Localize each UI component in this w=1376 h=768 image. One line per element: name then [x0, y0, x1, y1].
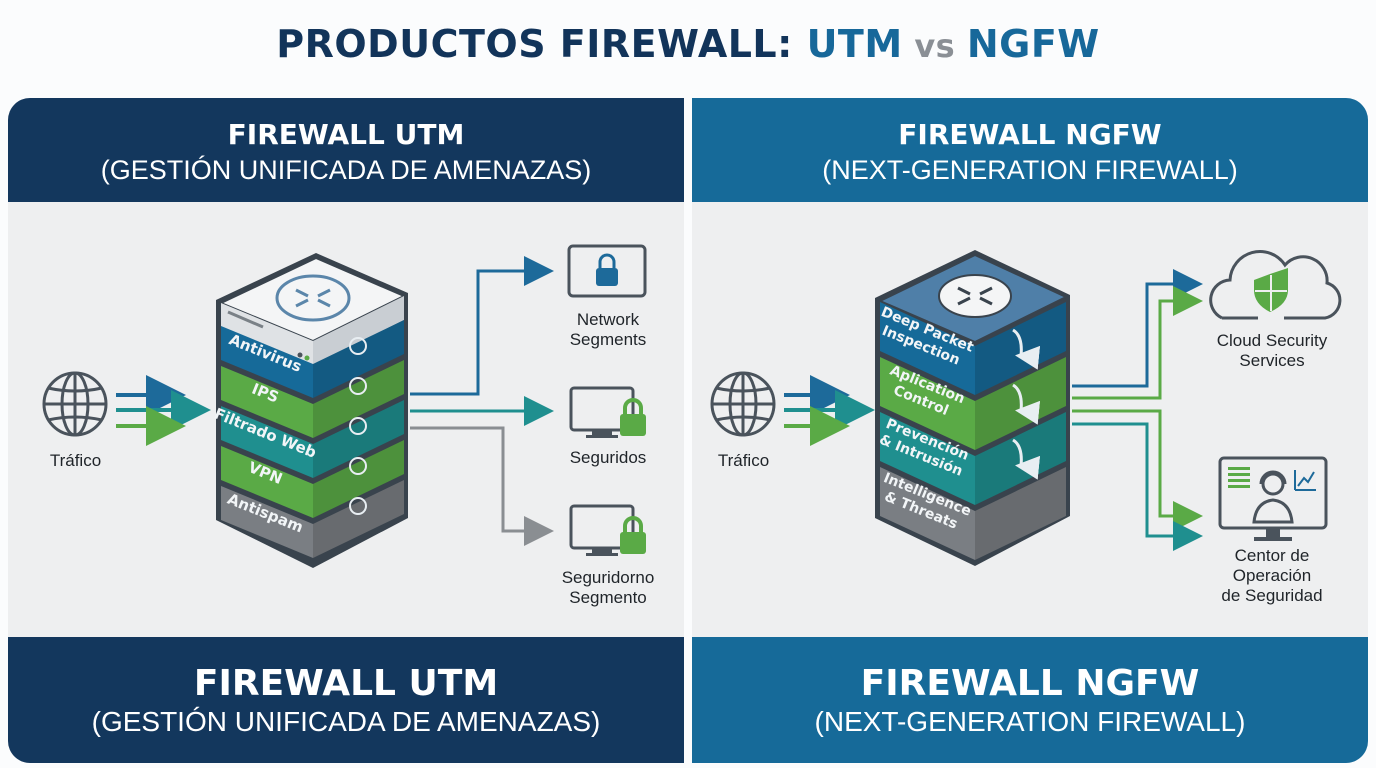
ngfw-diagram: Deep PacketInspectionAplicationControlPr…: [710, 250, 1342, 566]
ngfw-footer-subtitle: (NEXT-GENERATION FIREWALL): [814, 706, 1246, 737]
bug-icon: [349, 377, 367, 395]
label-line: Centor de: [1234, 546, 1310, 565]
ngfw-footer: FIREWALL NGFW (NEXT-GENERATION FIREWALL): [692, 637, 1368, 763]
label-line: de Seguridad: [1221, 586, 1323, 605]
cloud-shield-icon: [1209, 250, 1342, 320]
output-label-segmento: Seguridorno Segmento: [543, 568, 673, 608]
monitor-lock-icon: [569, 386, 646, 438]
monitor-lock-icon: [569, 504, 646, 556]
output-arrow-network: [410, 256, 554, 396]
envelope-icon: [349, 497, 367, 515]
flow-down-arrow-icon: [1012, 438, 1041, 480]
title-prefix: PRODUCTOS FIREWALL:: [276, 22, 807, 66]
output-arrow-segmento: [410, 426, 554, 546]
page-title: PRODUCTOS FIREWALL: UTM vs NGFW: [0, 22, 1376, 66]
output-label-network: Network Segments: [543, 310, 673, 350]
utm-header: FIREWALL UTM (GESTIÓN UNIFICADA DE AMENA…: [8, 98, 684, 202]
label-line: Operación: [1232, 566, 1312, 585]
output-arrow-soc-green: [1072, 409, 1203, 531]
output-label-soc: Centor de Operación de Seguridad: [1197, 546, 1347, 606]
router-icon: [938, 274, 1012, 318]
ngfw-footer-title: FIREWALL NGFW: [860, 663, 1200, 704]
ngfw-header-title: FIREWALL NGFW: [898, 118, 1162, 151]
ngfw-traffic-label: Tráfico: [717, 451, 770, 470]
utm-header-title: FIREWALL UTM: [227, 118, 465, 151]
vpn-tunnel-icon: [349, 457, 367, 475]
shield-check-icon: [349, 337, 367, 355]
label-line: Network: [576, 310, 640, 329]
utm-traffic-label: Tráfico: [49, 451, 102, 470]
ngfw-panel: FIREWALL NGFW (NEXT-GENERATION FIREWALL): [692, 98, 1368, 763]
utm-footer-title: FIREWALL UTM: [193, 663, 499, 704]
lock-screen-icon: [567, 244, 647, 298]
label-line: Cloud Security: [1216, 331, 1328, 350]
utm-header-subtitle: (GESTIÓN UNIFICADA DE AMENAZAS): [100, 155, 592, 185]
utm-panel: FIREWALL UTM (GESTIÓN UNIFICADA DE AMENA…: [8, 98, 684, 763]
flow-down-arrow-icon: [1012, 383, 1041, 425]
title-ngfw: NGFW: [966, 22, 1100, 66]
output-label-cloud: Cloud Security Services: [1197, 331, 1347, 371]
globe-icon: [710, 371, 776, 437]
label-line: Seguridorno: [561, 568, 655, 587]
globe-icon: [349, 417, 367, 435]
utm-footer: FIREWALL UTM (GESTIÓN UNIFICADA DE AMENA…: [8, 637, 684, 763]
output-label-seguridos: Seguridos: [569, 448, 647, 467]
output-arrow-soc-teal: [1072, 422, 1203, 551]
utm-layer: VPN: [221, 440, 404, 518]
label-line: Segments: [569, 330, 647, 349]
router-icon: [275, 274, 351, 322]
output-arrow-cloud-blue: [1072, 269, 1203, 388]
globe-icon: [42, 371, 108, 437]
label-line: Segmento: [569, 588, 647, 607]
output-arrow-cloud-green: [1072, 286, 1203, 400]
ngfw-header: FIREWALL NGFW (NEXT-GENERATION FIREWALL): [692, 98, 1368, 202]
label-line: Services: [1239, 351, 1305, 370]
title-utm: UTM: [806, 22, 903, 66]
soc-operator-icon: [1218, 456, 1328, 541]
flow-down-arrow-icon: [1012, 328, 1041, 370]
title-vs: vs: [902, 27, 967, 65]
ngfw-header-subtitle: (NEXT-GENERATION FIREWALL): [822, 155, 1238, 185]
utm-footer-subtitle: (GESTIÓN UNIFICADA DE AMENAZAS): [91, 706, 601, 737]
